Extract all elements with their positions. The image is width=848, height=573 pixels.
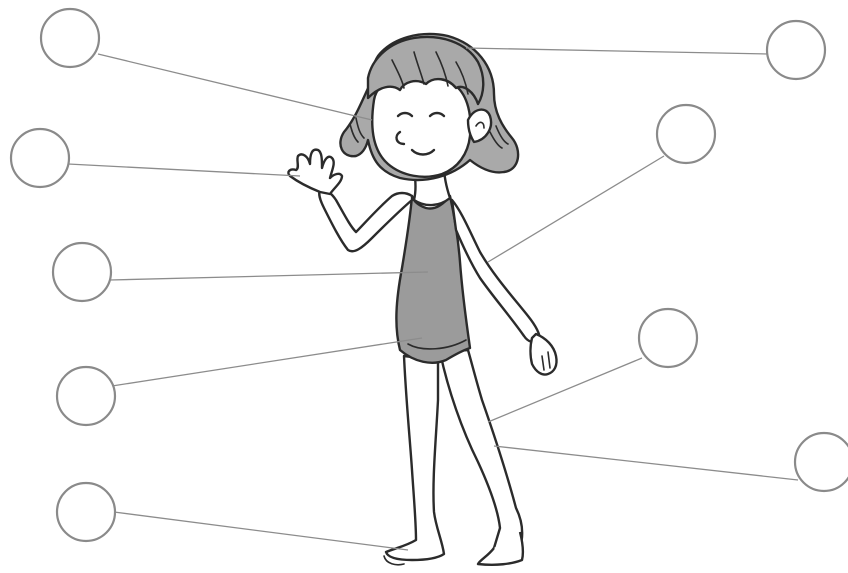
label-circle-hand[interactable] (9, 127, 71, 189)
face (371, 73, 472, 178)
label-circle-ear[interactable] (39, 7, 101, 69)
hair-bangs (366, 35, 485, 106)
label-circle-hair[interactable] (765, 19, 827, 81)
leader-line-arm (487, 155, 665, 263)
right-leg (438, 348, 524, 553)
answer-circles (9, 7, 848, 543)
label-circle-arm[interactable] (655, 103, 717, 165)
left-eye (396, 111, 414, 118)
ear (466, 108, 493, 144)
left-leg (384, 354, 446, 562)
label-circle-chest[interactable] (51, 241, 113, 303)
nose (395, 130, 406, 146)
right-eye (428, 111, 446, 118)
leader-line-ear (97, 53, 373, 121)
right-foot (476, 531, 525, 566)
leader-line-knee (487, 357, 643, 423)
leader-line-chest (109, 271, 429, 281)
left-hand (287, 148, 344, 196)
leader-line-stomach (111, 337, 423, 387)
label-circle-foot[interactable] (55, 481, 117, 543)
left-arm (318, 188, 414, 253)
label-circle-knee[interactable] (637, 307, 699, 369)
leader-line-leg (493, 445, 799, 481)
girl-illustration (287, 32, 558, 566)
leader-line-hand (67, 163, 301, 177)
label-circle-leg[interactable] (793, 431, 848, 493)
leader-lines (67, 47, 799, 551)
label-circle-stomach[interactable] (55, 365, 117, 427)
leader-line-hair (465, 47, 769, 55)
mouth (410, 148, 436, 156)
leader-line-foot (113, 511, 409, 551)
swimsuit (395, 194, 472, 364)
